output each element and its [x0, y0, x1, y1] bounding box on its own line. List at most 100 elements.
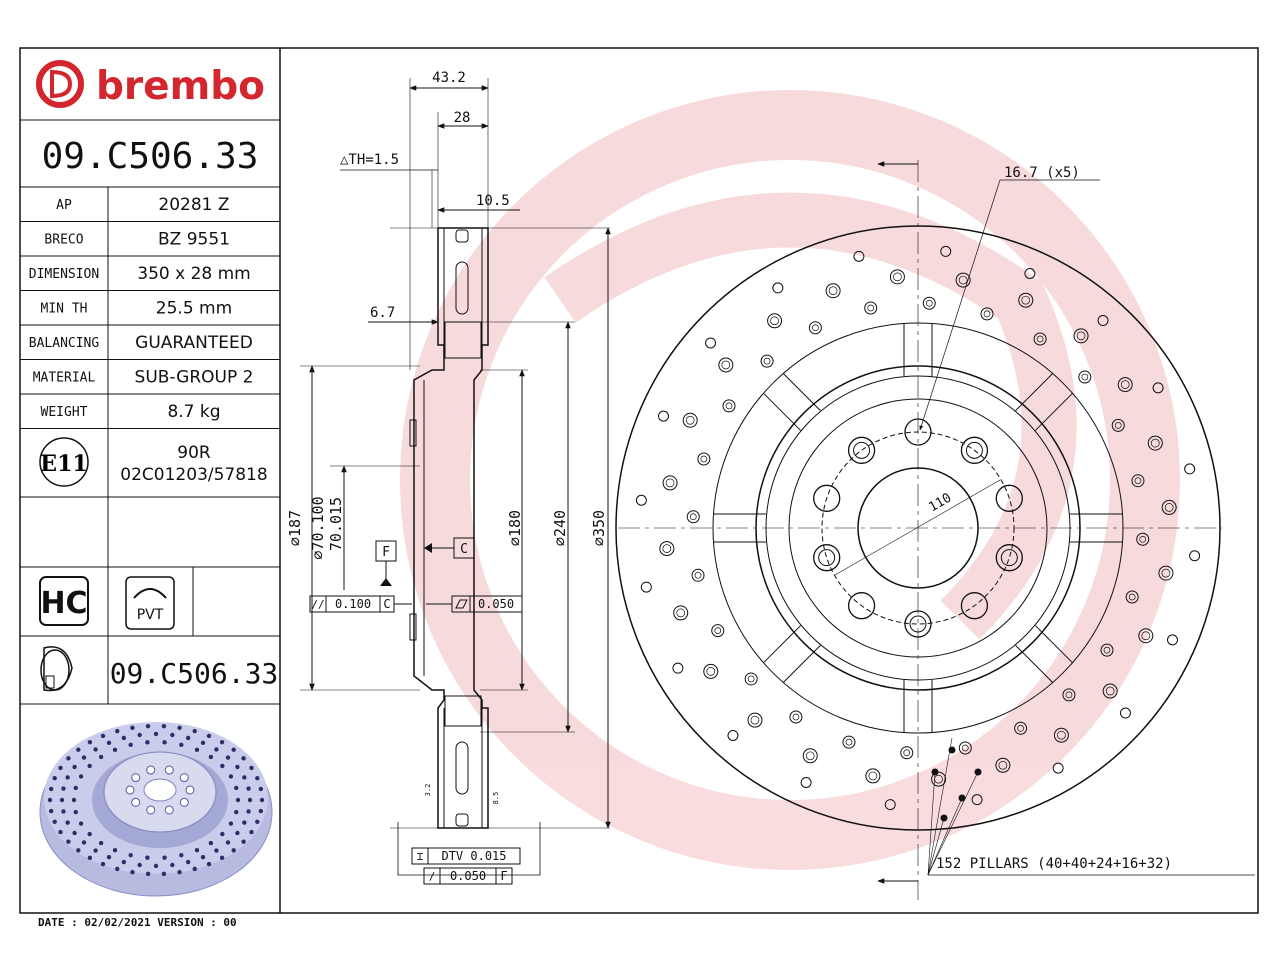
preview-hole	[234, 809, 239, 815]
preview-hole	[66, 839, 71, 844]
section-view: ⌀187 ⌀70.100 70.015 ⌀180 ⌀240 ⌀350 43.2 …	[286, 70, 611, 885]
spec-label: MIN TH	[41, 302, 88, 317]
dtv-frame	[411, 847, 521, 865]
drill-hole	[1024, 268, 1036, 280]
drill-hole	[1014, 721, 1028, 735]
drill-hole	[1158, 565, 1174, 581]
preview-hole	[162, 740, 167, 745]
preview-hole	[73, 785, 78, 791]
svg-text:⌶: ⌶	[417, 850, 424, 863]
drill-hole	[747, 712, 763, 728]
preview-hole	[242, 775, 247, 780]
bolt-hole	[813, 484, 841, 512]
drill-hole	[1117, 377, 1133, 393]
drill-hole	[789, 710, 803, 724]
preview-hole	[128, 742, 133, 748]
preview-hole	[112, 747, 118, 752]
preview-hole	[93, 747, 98, 752]
preview-hole	[87, 831, 92, 837]
runout-value: 0.050	[450, 869, 486, 883]
drill-hole	[1053, 727, 1069, 743]
drill-hole	[727, 729, 739, 741]
preview-bolt	[146, 805, 156, 815]
hat-tab	[903, 323, 933, 376]
preview-hole	[81, 840, 87, 845]
preview-bolt	[125, 785, 135, 795]
preview-hole	[115, 728, 120, 734]
dim-d350: ⌀350	[590, 510, 608, 546]
preview-hole	[177, 869, 182, 875]
bolt-hole	[960, 436, 989, 464]
hat-tab	[713, 513, 766, 543]
spec-label: MATERIAL	[33, 371, 96, 386]
drill-hole	[1136, 532, 1150, 546]
preview-bolt	[146, 765, 156, 775]
preview-hole	[76, 747, 81, 752]
drill-hole	[672, 662, 684, 674]
preview-bolt	[164, 765, 174, 775]
drill-hole	[1078, 370, 1092, 384]
dim-d187: ⌀187	[286, 510, 304, 546]
preview-hole	[241, 756, 246, 761]
dim-thickness: 28	[454, 110, 471, 126]
drill-hole	[1131, 474, 1145, 488]
dim-d240: ⌀240	[551, 510, 569, 546]
drill-hole	[922, 296, 936, 310]
drill-hole	[825, 283, 841, 299]
drill-hole	[744, 672, 758, 686]
drill-hole	[1097, 315, 1109, 327]
drill-hole	[958, 741, 972, 755]
preview-hole	[177, 725, 182, 731]
bolt-hole-inner	[909, 615, 927, 633]
drill-hole	[635, 494, 647, 506]
preview-hole	[145, 724, 151, 729]
preview-hole	[106, 854, 112, 860]
drill-hole	[662, 475, 678, 491]
drill-hole	[697, 452, 711, 466]
brand-name: brembo	[96, 64, 265, 109]
preview-hole	[161, 871, 167, 876]
preview-hole	[48, 808, 54, 814]
preview-hole	[130, 725, 135, 731]
preview-hole	[87, 855, 93, 861]
runout-datum: F	[500, 869, 507, 883]
cross-drill-holes	[635, 245, 1201, 811]
preview-hole	[179, 742, 184, 748]
spec-value: BZ 9551	[158, 230, 230, 250]
drill-hole	[1147, 435, 1163, 451]
preview-bolt	[164, 805, 174, 815]
preview-bolt	[185, 785, 195, 795]
preview-hole	[228, 821, 234, 826]
drill-hole	[673, 605, 689, 621]
preview-bolt	[131, 773, 141, 783]
pvt-label: PVT	[137, 607, 164, 623]
preview-hole	[255, 775, 260, 781]
preview-hole	[52, 819, 57, 825]
preview-hole	[81, 755, 87, 760]
preview-hole	[200, 740, 206, 746]
e11-approval-icon: E11	[39, 437, 89, 487]
dim-hole-diameter: 16.7 (x5)	[1004, 165, 1080, 181]
preview-hole	[121, 735, 127, 741]
spec-label: WEIGHT	[41, 405, 88, 420]
hatch-section-top	[444, 321, 482, 359]
preview-hole	[200, 854, 206, 860]
preview-hole	[130, 869, 135, 875]
bolt-hole-inner	[818, 549, 836, 567]
preview-hole	[246, 786, 251, 791]
preview-hole	[235, 764, 240, 770]
preview-hole	[145, 740, 150, 745]
preview-hole	[162, 855, 167, 860]
front-view: 110 16.7 (x5) 152 PILLARS (40+40+24+16+3…	[615, 160, 1255, 900]
preview-hole	[179, 852, 184, 858]
preview-hole	[59, 797, 65, 803]
friction-ring-inner	[712, 322, 1124, 734]
drill-hole	[1119, 707, 1131, 719]
preview-hole	[72, 830, 77, 836]
hatch-section-bottom	[444, 695, 482, 727]
dim-d70-upper: ⌀70.100	[309, 496, 327, 559]
preview-hole	[249, 765, 254, 771]
bolt-hole	[904, 610, 932, 638]
preview-hole	[258, 808, 264, 814]
